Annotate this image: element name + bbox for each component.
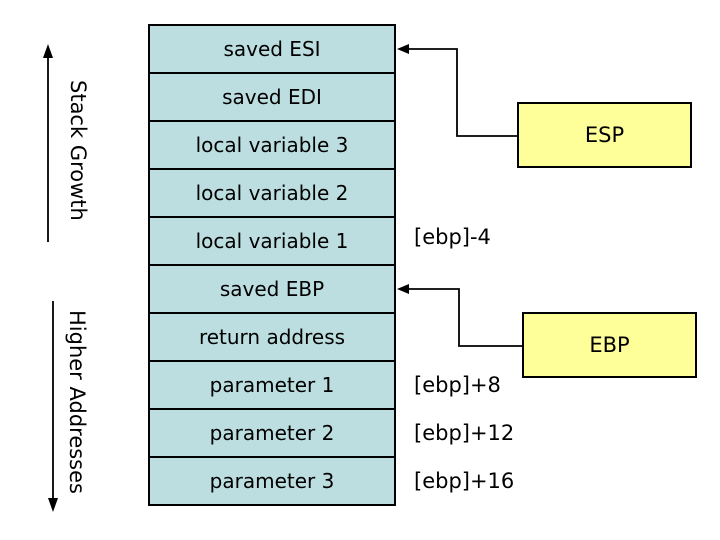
offset-label-ebp-plus-16: [ebp]+16: [414, 469, 515, 493]
esp-pointer-arrow: [397, 44, 517, 137]
stack-cell-local-var-1: local variable 1: [150, 218, 394, 266]
stack-cell-saved-esi: saved ESI: [150, 26, 394, 74]
stack-cell-saved-ebp: saved EBP: [150, 266, 394, 314]
stack-cell-local-var-2: local variable 2: [150, 170, 394, 218]
ebp-register-box: EBP: [522, 312, 697, 378]
stack-memory-table: saved ESI saved EDI local variable 3 loc…: [148, 24, 396, 506]
ebp-pointer-arrow: [397, 284, 522, 347]
offset-label-ebp-plus-8: [ebp]+8: [414, 373, 501, 397]
offset-label-ebp-minus-4: [ebp]-4: [414, 225, 491, 249]
higher-addresses-label: Higher Addresses: [65, 310, 89, 494]
offset-label-ebp-plus-12: [ebp]+12: [414, 421, 515, 445]
stack-cell-parameter-2: parameter 2: [150, 410, 394, 458]
stack-cell-local-var-3: local variable 3: [150, 122, 394, 170]
stack-growth-arrow: [43, 44, 53, 242]
esp-register-box: ESP: [517, 102, 692, 168]
stack-cell-return-address: return address: [150, 314, 394, 362]
stack-cell-parameter-3: parameter 3: [209, 469, 335, 493]
stack-growth-label: Stack Growth: [66, 80, 90, 221]
higher-addresses-arrow: [48, 301, 58, 512]
stack-cell-saved-edi: saved EDI: [150, 74, 394, 122]
stack-cell-parameter-1: parameter 1: [150, 362, 394, 410]
